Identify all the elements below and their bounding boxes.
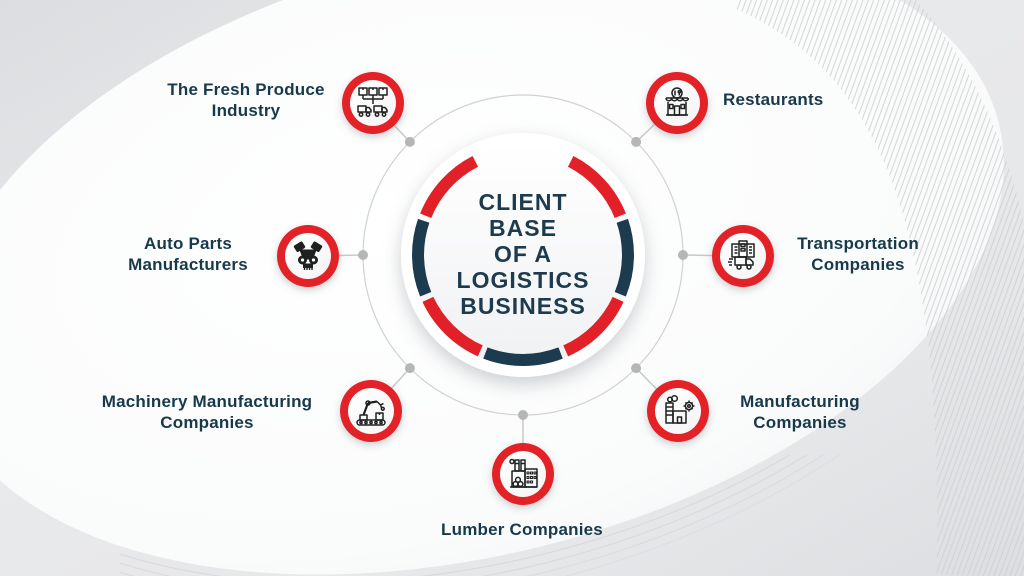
center-title-line: CLIENT: [478, 189, 568, 215]
satellite-nodes: [277, 72, 774, 505]
connector-dot: [631, 136, 642, 147]
label-lumber: Lumber Companies: [441, 520, 603, 539]
decorative-hatch-band: [732, 0, 1024, 576]
center-title-line: BASE: [489, 215, 557, 241]
robot-arm-conveyor-icon: [356, 400, 386, 426]
node-lumber: [492, 443, 554, 505]
lumber-factory-icon: [509, 458, 538, 488]
truck-building-icon: [728, 240, 755, 270]
ring-segment-red: [422, 296, 483, 357]
center-hub: [401, 133, 645, 377]
label-fresh-produce-industry: The Fresh Produce Industry: [167, 80, 325, 120]
connector-dot: [404, 363, 415, 374]
engine-icon: [293, 241, 323, 270]
connector-dot: [358, 250, 368, 260]
label-machinery: Machinery Manufacturing Companies: [101, 392, 313, 432]
center-title: CLIENT BASE OF A LOGISTICS BUSINESS: [413, 189, 633, 319]
center-title-line: LOGISTICS: [456, 267, 590, 293]
node-restaurants: [646, 72, 708, 134]
ring-segment-red: [563, 296, 624, 357]
label-transportation: Transportation Companies: [797, 234, 919, 274]
connector-dot: [631, 363, 642, 374]
ring-segment-navy: [483, 347, 563, 366]
center-title-line: OF A: [493, 241, 553, 267]
ring-segment-red: [567, 156, 626, 219]
label-restaurants: Restaurants: [723, 90, 824, 109]
distribution-boxes-trucks-icon: [357, 87, 388, 117]
connector-dot: [518, 410, 528, 420]
center-title-line: BUSINESS: [460, 293, 586, 319]
center-ring-segments: [412, 156, 634, 366]
connector-dots: [358, 136, 688, 420]
ring-segment-navy: [412, 218, 432, 297]
label-auto-parts: Auto Parts Manufacturers: [128, 234, 248, 274]
ring-segment-navy: [614, 218, 634, 297]
center-hub-face: [412, 144, 634, 366]
factory-gear-icon: [665, 394, 695, 424]
connector-dot: [404, 136, 415, 147]
connector-dot: [678, 250, 688, 260]
node-machinery: [340, 380, 402, 442]
restaurant-storefront-icon: [665, 87, 690, 116]
ring-segment-red: [420, 156, 479, 219]
label-manufacturing: Manufacturing Companies: [740, 392, 860, 432]
